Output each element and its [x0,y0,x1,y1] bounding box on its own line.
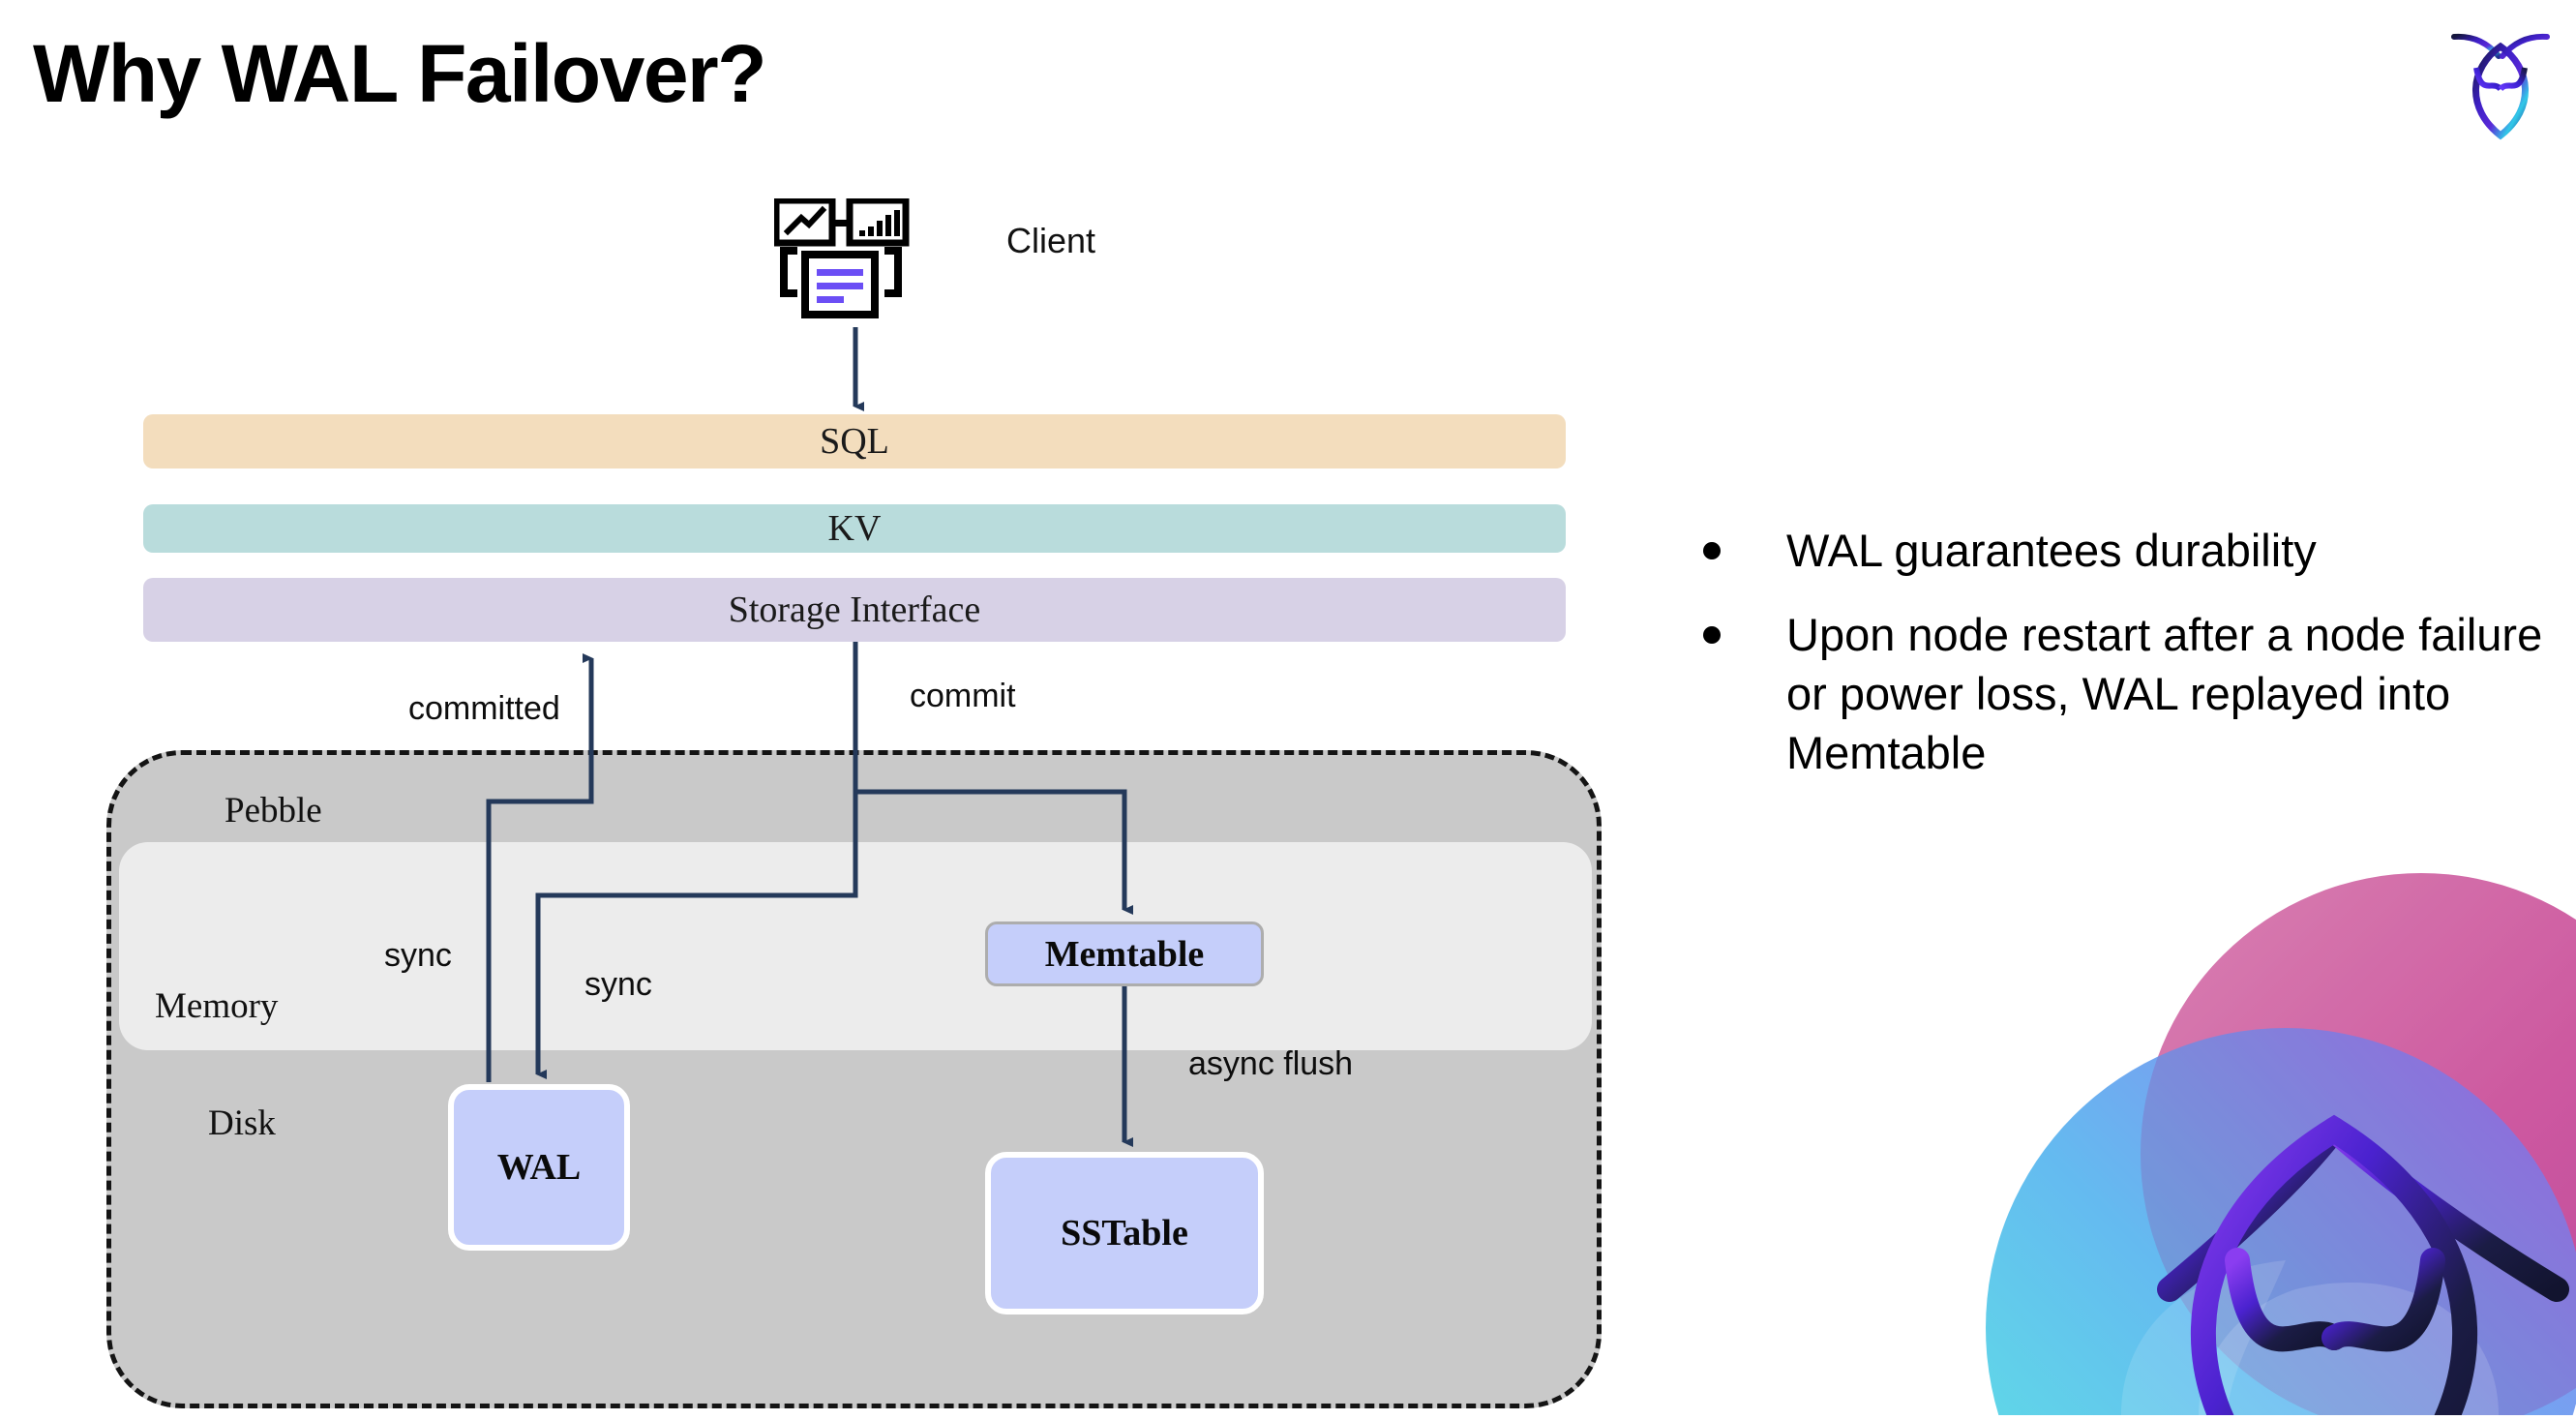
bullet-dot-icon [1703,626,1721,645]
bullet-text: WAL guarantees durability [1786,525,2317,576]
node-sstable-label: SSTable [1061,1213,1188,1254]
node-memtable-label: Memtable [1044,933,1205,975]
bullet-dot-icon [1703,542,1721,559]
list-item: WAL guarantees durability [1703,521,2555,580]
bullet-text: Upon node restart after a node failure o… [1786,609,2543,779]
layer-kv-label: KV [827,508,882,549]
pebble-label: Pebble [225,791,322,831]
layer-sql-label: SQL [820,421,889,462]
edge-label-async-flush: async flush [1188,1045,1354,1082]
architecture-diagram: Pebble Memory Disk SQL KV Storage Interf… [106,196,1602,1408]
edge-label-sync-wal-down: sync [584,966,652,1003]
client-dashboard-icon [772,196,929,324]
edge-label-committed: committed [408,690,560,727]
cockroach-circles-decoration-icon [1879,873,2576,1415]
node-sstable[interactable]: SSTable [985,1152,1264,1314]
node-memtable[interactable]: Memtable [985,921,1264,986]
layer-storage-interface[interactable]: Storage Interface [143,578,1566,642]
layer-sql[interactable]: SQL [143,414,1566,468]
memory-label: Memory [155,986,279,1026]
page-title: Why WAL Failover? [33,28,767,119]
disk-label: Disk [208,1103,276,1143]
edge-label-sync-wal-up: sync [384,937,452,974]
cockroach-logo-icon [2442,17,2559,143]
node-wal[interactable]: WAL [448,1084,630,1251]
bullet-list: WAL guarantees durability Upon node rest… [1703,521,2555,807]
layer-storage-label: Storage Interface [728,589,981,630]
node-wal-label: WAL [496,1147,582,1188]
list-item: Upon node restart after a node failure o… [1703,605,2555,782]
edge-label-commit: commit [910,678,1016,714]
layer-kv[interactable]: KV [143,504,1566,553]
client-label: Client [1006,221,1096,260]
